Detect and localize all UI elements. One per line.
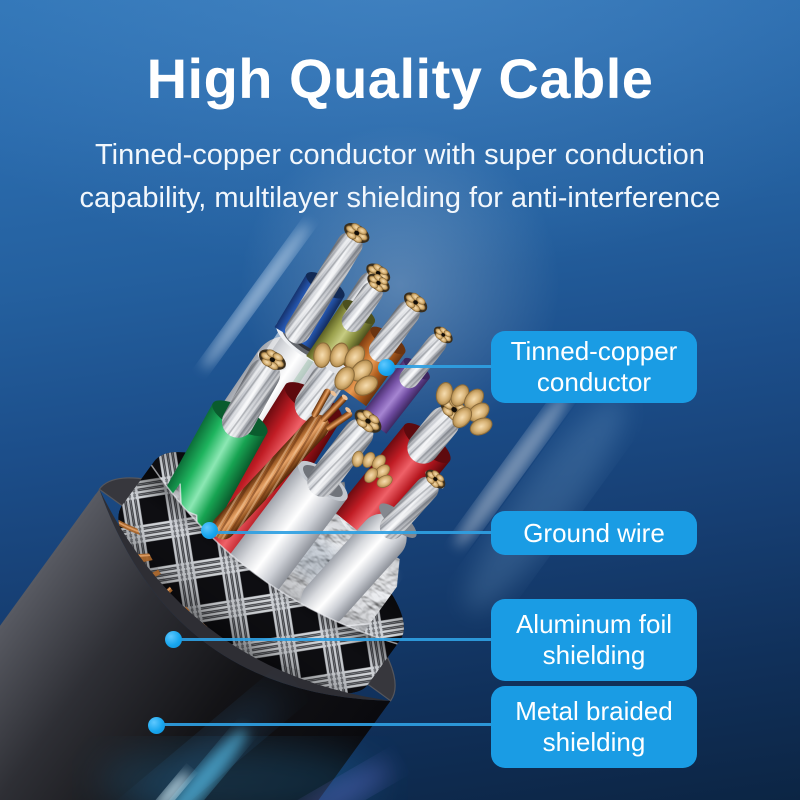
callout-label-ground-wire: Ground wire xyxy=(491,511,697,555)
callout-dot-ground-wire xyxy=(201,522,218,539)
callout-line-aluminum-foil xyxy=(173,638,492,641)
page-subtitle: Tinned-copper conductor with super condu… xyxy=(0,134,800,220)
callout-line-ground-wire xyxy=(209,531,492,534)
callout-label-metal-braided-shielding: Metal braided shielding xyxy=(491,686,697,768)
callout-dot-tinned-copper xyxy=(378,359,395,376)
callout-line-metal-braided xyxy=(156,723,492,726)
wire-red-back xyxy=(334,365,509,549)
wire-blue xyxy=(274,218,374,350)
callout-line-tinned-copper xyxy=(386,365,492,368)
wire-white-right xyxy=(300,465,450,626)
ground-wire xyxy=(211,388,353,540)
wire-purple xyxy=(361,322,457,434)
light-flares xyxy=(100,223,625,800)
callout-label-aluminum-foil-shielding: Aluminum foil shielding xyxy=(491,599,697,681)
jacket-front-cut-face xyxy=(99,489,391,701)
callout-label-tinned-copper-conductor: Tinned-copper conductor xyxy=(491,331,697,403)
subtitle-line-2: capability, multilayer shielding for ant… xyxy=(79,182,721,214)
subtitle-line-1: Tinned-copper conductor with super condu… xyxy=(95,139,705,171)
page-title: High Quality Cable xyxy=(146,47,654,110)
callout-dot-metal-braided xyxy=(148,717,165,734)
callout-dot-aluminum-foil xyxy=(165,631,182,648)
metal-braided-front-edge xyxy=(126,464,398,678)
